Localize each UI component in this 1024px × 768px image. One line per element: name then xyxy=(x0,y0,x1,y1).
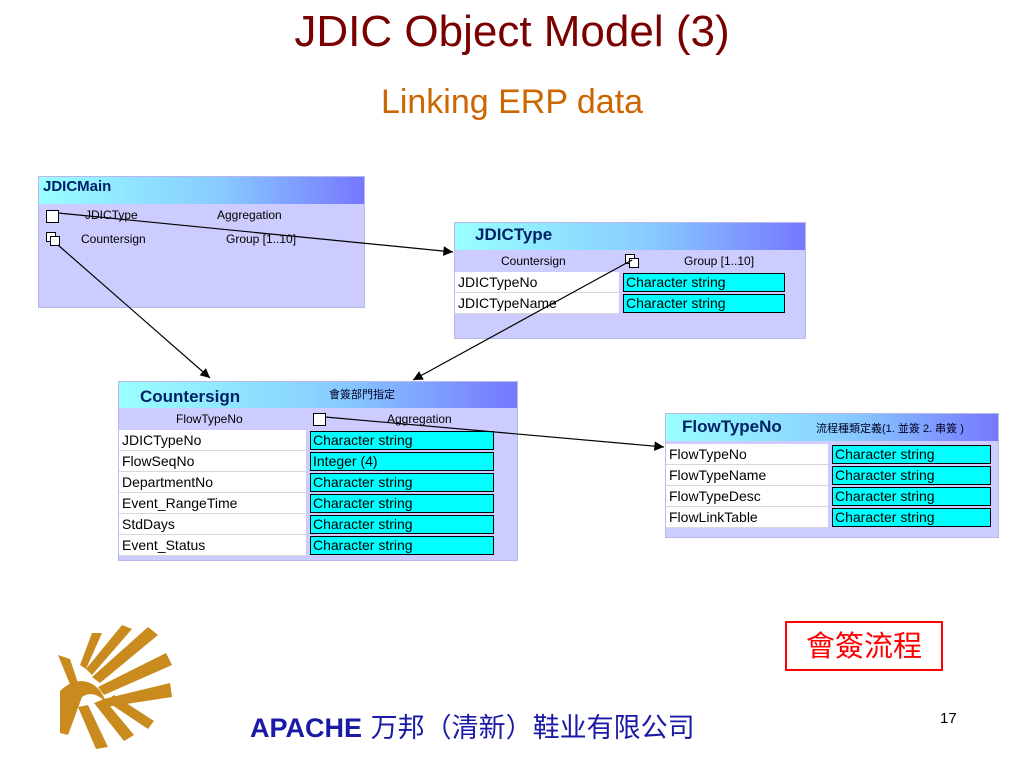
attribute-name: FlowTypeNo xyxy=(666,444,828,465)
attribute-row: Event_Status Character string xyxy=(119,535,519,556)
connector-countersign-to-flowtypeno xyxy=(324,416,665,451)
attribute-type: Character string xyxy=(832,445,991,464)
attribute-name: FlowTypeName xyxy=(666,465,828,486)
attribute-name: DepartmentNo xyxy=(119,472,306,493)
entity-jdicmain: JDICMain JDICType Aggregation Countersig… xyxy=(38,176,365,308)
slide-subtitle: Linking ERP data xyxy=(380,83,644,121)
attribute-row: JDICTypeName Character string xyxy=(455,293,807,314)
entity-header: JDICMain xyxy=(39,177,364,204)
attribute-row: JDICTypeNo Character string xyxy=(455,272,807,293)
attribute-name: JDICTypeNo xyxy=(119,430,306,451)
attribute-row: FlowSeqNo Integer (4) xyxy=(119,451,519,472)
relation-row: FlowTypeNo Aggregation xyxy=(119,411,519,429)
entity-countersign: Countersign 會簽部門指定 FlowTypeNo Aggregatio… xyxy=(118,381,518,561)
attribute-name: JDICTypeNo xyxy=(455,272,619,293)
connector-jdictype-to-countersign xyxy=(412,259,633,381)
relation-row: Countersign Group [1..10] xyxy=(39,231,366,249)
entity-name: Countersign xyxy=(140,387,241,406)
attribute-row: FlowLinkTable Character string xyxy=(666,507,998,528)
footer-company-name: 万邦（清新）鞋业有限公司 xyxy=(362,713,695,744)
group-icon xyxy=(46,232,60,246)
entity-header: Countersign 會簽部門指定 xyxy=(119,382,517,408)
attribute-type: Character string xyxy=(623,273,785,292)
footer-brand: APACHE xyxy=(250,713,363,743)
entity-header: FlowTypeNo 流程種類定義(1. 並簽 2. 串簽 ) xyxy=(666,414,998,441)
entity-name: JDICType xyxy=(475,225,553,244)
attribute-row: Event_RangeTime Character string xyxy=(119,493,519,514)
apache-logo-icon xyxy=(58,625,172,749)
attribute-row: StdDays Character string xyxy=(119,514,519,535)
relation-kind: Group [1..10] xyxy=(684,254,755,268)
attribute-type: Integer (4) xyxy=(310,452,494,471)
entity-description: 會簽部門指定 xyxy=(329,389,395,401)
relation-row: JDICType Aggregation xyxy=(39,207,366,225)
relation-name: Countersign xyxy=(81,232,146,246)
connector-jdicmain-to-countersign xyxy=(57,244,211,379)
relation-name: JDICType xyxy=(85,208,138,222)
entity-name: FlowTypeNo xyxy=(682,417,782,436)
relation-kind: Aggregation xyxy=(217,208,282,222)
slide-title: JDIC Object Model (3) xyxy=(294,7,730,56)
relation-row: Countersign Group [1..10] xyxy=(455,253,807,271)
entity-header: JDICType xyxy=(455,223,805,250)
relation-name: Countersign xyxy=(501,254,566,268)
relation-name: FlowTypeNo xyxy=(176,412,243,426)
attribute-row: FlowTypeName Character string xyxy=(666,465,998,486)
attribute-name: StdDays xyxy=(119,514,306,535)
attribute-type: Character string xyxy=(310,431,494,450)
attribute-type: Character string xyxy=(832,466,991,485)
attribute-row: FlowTypeDesc Character string xyxy=(666,486,998,507)
attribute-type: Character string xyxy=(832,487,991,506)
connector-jdicmain-to-jdictype xyxy=(57,212,454,256)
attribute-name: Event_Status xyxy=(119,535,306,556)
attribute-type: Character string xyxy=(310,536,494,555)
page-number: 17 xyxy=(940,710,957,727)
entity-description: 流程種類定義(1. 並簽 2. 串簽 ) xyxy=(816,423,964,435)
attribute-type: Character string xyxy=(310,473,494,492)
entity-jdictype: JDICType Countersign Group [1..10] JDICT… xyxy=(454,222,806,339)
attribute-type: Character string xyxy=(832,508,991,527)
attribute-row: JDICTypeNo Character string xyxy=(119,430,519,451)
checkbox-icon xyxy=(313,413,326,426)
attribute-name: JDICTypeName xyxy=(455,293,619,314)
attribute-type: Character string xyxy=(623,294,785,313)
attribute-row: FlowTypeNo Character string xyxy=(666,444,998,465)
checkbox-icon xyxy=(46,210,59,223)
attribute-row: DepartmentNo Character string xyxy=(119,472,519,493)
group-icon xyxy=(625,254,639,268)
relation-kind: Aggregation xyxy=(387,412,452,426)
attribute-name: FlowLinkTable xyxy=(666,507,828,528)
attribute-name: FlowSeqNo xyxy=(119,451,306,472)
relation-kind: Group [1..10] xyxy=(226,232,297,246)
footer-company: APACHE 万邦（清新）鞋业有限公司 xyxy=(250,708,850,749)
attribute-type: Character string xyxy=(310,494,494,513)
attribute-name: FlowTypeDesc xyxy=(666,486,828,507)
entity-flowtypeno: FlowTypeNo 流程種類定義(1. 並簽 2. 串簽 ) FlowType… xyxy=(665,413,999,538)
countersign-flow-tag: 會簽流程 xyxy=(785,621,943,671)
attribute-name: Event_RangeTime xyxy=(119,493,306,514)
attribute-type: Character string xyxy=(310,515,494,534)
entity-name: JDICMain xyxy=(43,178,112,195)
